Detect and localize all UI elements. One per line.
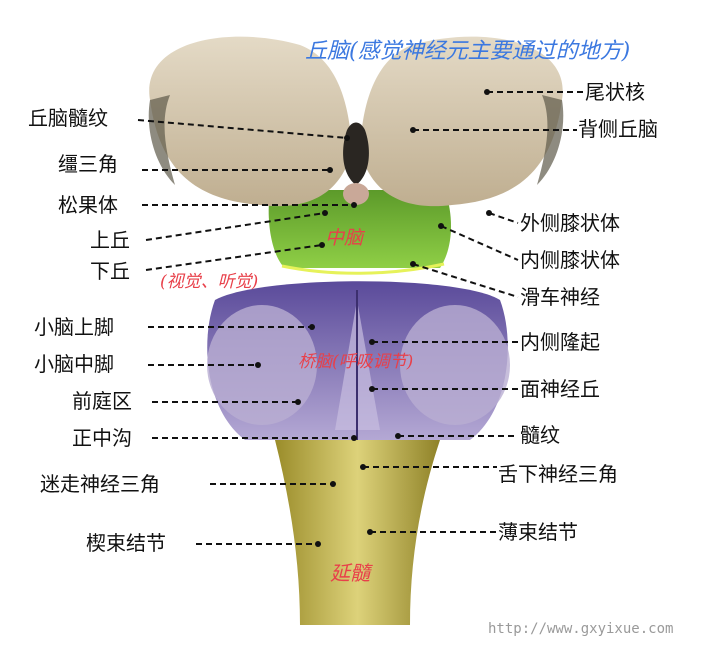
label-inferior-colliculus: 下丘 — [90, 259, 130, 283]
label-vagal-trigone: 迷走神经三角 — [40, 472, 160, 496]
label-pineal-body: 松果体 — [58, 193, 118, 217]
label-hypoglossal-trigone: 舌下神经三角 — [498, 462, 618, 486]
label-middle-cerebellar-peduncle: 小脑中脚 — [34, 352, 114, 376]
note-pons: 桥脑(呼吸调节) — [298, 352, 414, 372]
note-medulla: 延髓 — [330, 561, 370, 585]
note-thalamus: 丘脑(感觉神经元主要通过的地方) — [305, 39, 631, 64]
label-caudate-nucleus: 尾状核 — [585, 80, 645, 104]
right-leader-lines — [363, 91, 584, 533]
label-trochlear-nerve: 滑车神经 — [520, 285, 600, 309]
left-leader-lines — [137, 119, 354, 545]
note-midbrain-function: (视觉、听觉) — [160, 272, 259, 292]
right-leader-dots — [360, 89, 492, 535]
medulla-shape — [275, 440, 440, 625]
label-stria-medullaris-thalami: 丘脑髓纹 — [28, 106, 108, 130]
label-vestibular-area: 前庭区 — [72, 389, 132, 413]
label-striae-medullares: 髓纹 — [520, 423, 560, 447]
watermark: http://www.gxyixue.com — [488, 621, 674, 637]
right-thalamus-shape — [360, 36, 563, 207]
midbrain-shape — [268, 190, 452, 268]
label-facial-colliculus: 面神经丘 — [520, 377, 600, 401]
label-superior-cerebellar-peduncle: 小脑上脚 — [34, 315, 114, 339]
label-cuneate-tubercle: 楔束结节 — [86, 531, 166, 555]
label-superior-colliculus: 上丘 — [90, 228, 130, 252]
label-dorsal-thalamus: 背侧丘脑 — [578, 117, 658, 141]
left-leader-dots — [255, 135, 357, 547]
note-midbrain: 中脑 — [325, 227, 364, 249]
label-habenular-trigone: 缰三角 — [58, 152, 118, 176]
label-median-sulcus: 正中沟 — [72, 426, 132, 450]
label-medial-geniculate-body: 内侧膝状体 — [520, 248, 620, 272]
label-gracile-tubercle: 薄束结节 — [498, 520, 578, 544]
left-thalamus-shape — [149, 36, 352, 207]
label-lateral-geniculate-body: 外侧膝状体 — [520, 211, 620, 235]
label-medial-eminence: 内侧隆起 — [520, 330, 600, 354]
